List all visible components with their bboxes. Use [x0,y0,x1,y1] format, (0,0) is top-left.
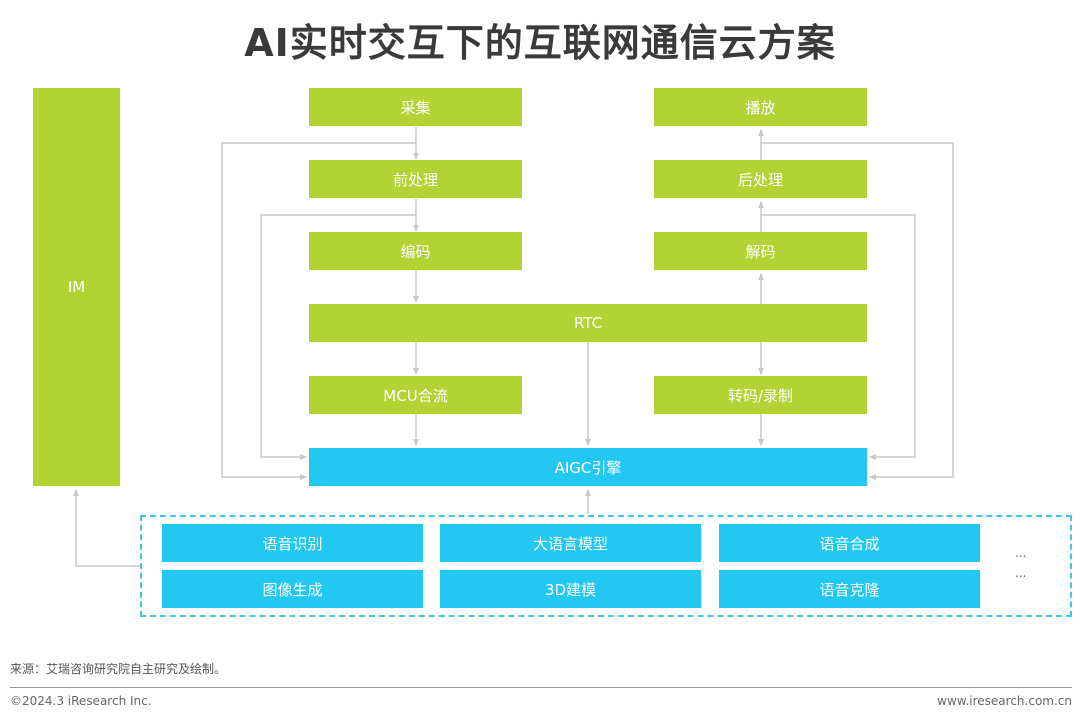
preprocess-label: 前处理 [392,170,438,189]
rtc-box: RTC [309,304,867,342]
loop-preprocess-to-aigc [260,214,416,460]
capability-label: 语音识别 [262,534,323,553]
rtc-label: RTC [573,314,603,332]
mcu-label: MCU合流 [383,386,448,405]
website: www.iresearch.com.cn [937,694,1072,708]
loop-capture-to-aigc [221,142,416,480]
ai-capabilities-group [140,515,1072,617]
encode-label: 编码 [400,242,431,261]
more-ellipsis: ... [1015,566,1027,580]
mcu-box: MCU合流 [309,376,522,414]
encode-box: 编码 [309,232,522,270]
play-box: 播放 [654,88,867,126]
capture-label: 采集 [400,98,431,117]
capability-speech-synthesis: 语音合成 [719,524,980,562]
capability-image-generation: 图像生成 [162,570,423,608]
play-label: 播放 [745,98,776,117]
capture-box: 采集 [309,88,522,126]
footer-divider [10,687,1072,688]
postprocess-box: 后处理 [654,160,867,198]
loop-decode-to-aigc [761,214,916,460]
capability-voice-cloning: 语音克隆 [719,570,980,608]
more-ellipsis: ... [1015,546,1027,560]
capability-speech-recognition: 语音识别 [162,524,423,562]
aigc-engine-box: AIGC引擎 [309,448,867,486]
preprocess-box: 前处理 [309,160,522,198]
postprocess-label: 后处理 [737,170,783,189]
capability-label: 图像生成 [262,580,323,599]
capability-label: 大语言模型 [532,534,608,553]
im-label: IM [67,278,86,296]
source-note: 来源：艾瑞咨询研究院自主研究及绘制。 [10,662,227,676]
transcode-box: 转码/录制 [654,376,867,414]
im-box: IM [33,88,120,486]
transcode-label: 转码/录制 [727,386,794,405]
arrow-capabilities-to-im [73,489,140,567]
capability-3d-modeling: 3D建模 [440,570,701,608]
capability-label: 语音克隆 [819,580,880,599]
capability-llm: 大语言模型 [440,524,701,562]
aigc-engine-label: AIGC引擎 [554,458,622,477]
capability-label: 语音合成 [819,534,880,553]
decode-label: 解码 [745,242,776,261]
loop-postprocess-to-aigc [761,142,954,480]
copyright: ©2024.3 iResearch Inc. [10,694,152,708]
capability-label: 3D建模 [544,580,597,599]
page-title: AI实时交互下的互联网通信云方案 [244,21,836,65]
decode-box: 解码 [654,232,867,270]
